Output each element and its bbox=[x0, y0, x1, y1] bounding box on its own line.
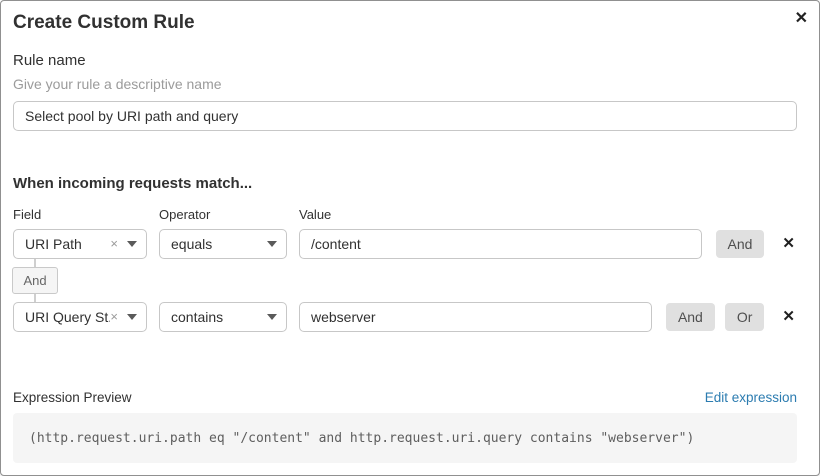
clear-selection-icon[interactable]: × bbox=[110, 309, 118, 324]
chevron-down-icon bbox=[267, 241, 277, 247]
add-and-condition-button[interactable]: And bbox=[665, 303, 715, 331]
operator-select-value: contains bbox=[171, 309, 224, 325]
condition-column-labels: Field Operator Value bbox=[13, 208, 797, 222]
expression-preview-label: Expression Preview bbox=[13, 390, 132, 405]
field-column-label: Field bbox=[13, 207, 42, 222]
expression-preview-code: (http.request.uri.path eq "/content" and… bbox=[13, 413, 797, 463]
connector-line bbox=[34, 259, 36, 267]
field-select-value: URI Path bbox=[25, 236, 82, 252]
value-input[interactable] bbox=[299, 302, 652, 332]
condition-row: URI Query St... × contains And Or ✕ bbox=[13, 302, 797, 332]
rule-name-label: Rule name bbox=[13, 52, 86, 69]
add-and-condition-button[interactable]: And bbox=[715, 230, 765, 258]
value-column-label: Value bbox=[299, 207, 332, 222]
and-connector: And bbox=[12, 259, 58, 302]
rule-name-input[interactable] bbox=[13, 101, 797, 131]
chevron-down-icon bbox=[127, 314, 137, 320]
dialog-title: Create Custom Rule bbox=[13, 12, 195, 33]
operator-column-label: Operator bbox=[159, 207, 211, 222]
field-select-value: URI Query St... bbox=[25, 309, 110, 325]
operator-select[interactable]: contains bbox=[159, 302, 287, 332]
expression-preview-header: Expression Preview Edit expression bbox=[13, 391, 797, 405]
and-connector-badge: And bbox=[12, 267, 58, 294]
operator-select-value: equals bbox=[171, 236, 213, 252]
delete-row-icon[interactable]: ✕ bbox=[782, 235, 795, 252]
field-select[interactable]: URI Query St... × bbox=[13, 302, 147, 332]
value-input[interactable] bbox=[299, 229, 702, 259]
field-select[interactable]: URI Path × bbox=[13, 229, 147, 259]
edit-expression-link[interactable]: Edit expression bbox=[704, 390, 797, 405]
connector-line bbox=[34, 294, 36, 302]
chevron-down-icon bbox=[127, 241, 137, 247]
operator-select[interactable]: equals bbox=[159, 229, 287, 259]
delete-row-icon[interactable]: ✕ bbox=[782, 308, 795, 325]
chevron-down-icon bbox=[267, 314, 277, 320]
rule-name-description: Give your rule a descriptive name bbox=[13, 76, 222, 92]
add-or-condition-button[interactable]: Or bbox=[724, 303, 765, 331]
clear-selection-icon[interactable]: × bbox=[110, 236, 118, 251]
match-section-heading: When incoming requests match... bbox=[13, 175, 253, 192]
close-icon[interactable]: ✕ bbox=[794, 10, 808, 27]
condition-row: URI Path × equals And ✕ bbox=[13, 229, 797, 259]
